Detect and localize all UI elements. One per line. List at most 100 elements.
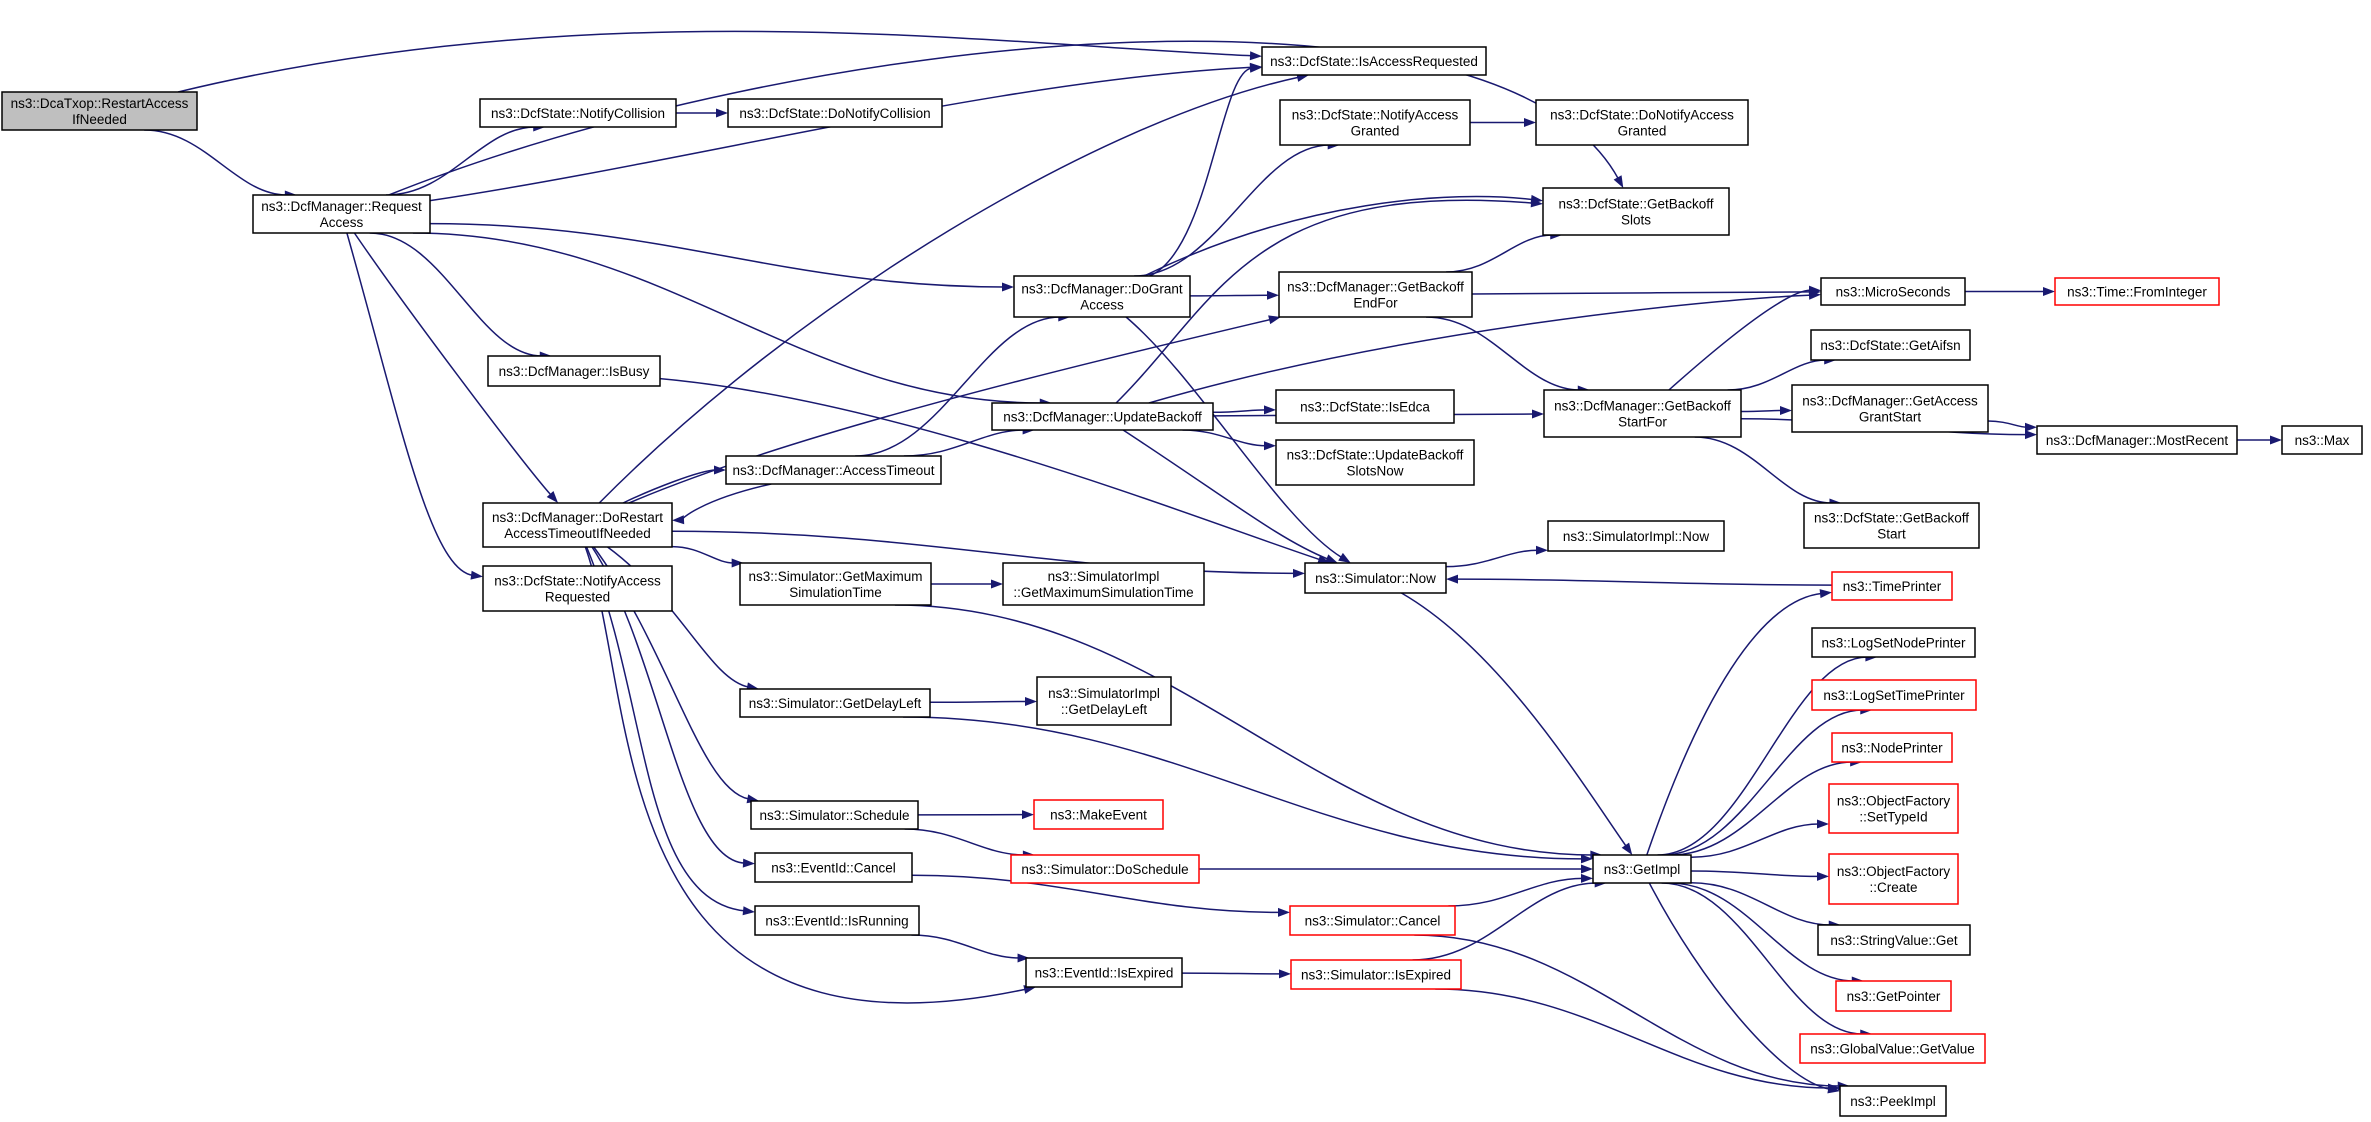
node-label: ns3::MicroSeconds [1836,285,1951,300]
call-edge [1212,405,1276,415]
node-label: ns3::MakeEvent [1050,808,1147,823]
function-node[interactable]: ns3::PeekImpl [1839,1085,1947,1117]
node-label: ns3::LogSetNodePrinter [1821,636,1966,651]
function-node[interactable]: ns3::NodePrinter [1831,732,1953,763]
function-node[interactable]: ns3::Time::FromInteger [2054,277,2220,306]
node-box [1817,924,1971,956]
node-label: SlotsNow [1346,464,1403,479]
call-edge [917,810,1034,820]
function-node[interactable]: ns3::ObjectFactory::Create [1828,853,1959,905]
function-node[interactable]: ns3::DcfState::NotifyCollision [479,98,677,128]
node-box [1592,854,1692,884]
node-box [725,455,942,485]
node-box [1278,271,1473,318]
node-box [2281,425,2363,455]
function-node[interactable]: ns3::Simulator::Now [1304,562,1447,594]
node-box [2054,277,2220,306]
node-box [1791,384,1989,433]
function-node[interactable]: ns3::EventId::Cancel [754,852,913,883]
node-label: ::GetMaximumSimulationTime [1013,585,1193,600]
function-node[interactable]: ns3::DcfState::GetAifsn [1810,329,1971,361]
function-node[interactable]: ns3::Simulator::GetDelayLeft [739,688,931,718]
node-box [482,502,673,548]
call-edge [1149,63,1262,277]
node-box [1803,502,1980,549]
function-node[interactable]: ns3::GetPointer [1835,980,1952,1012]
function-node[interactable]: ns3::Max [2281,425,2363,455]
function-node[interactable]: ns3::ObjectFactory::SetTypeId [1828,783,1959,834]
function-node[interactable]: ns3::Simulator::Cancel [1289,905,1456,936]
node-label: ns3::DcfManager::GetAccess [1802,394,1978,409]
function-node[interactable]: ns3::LogSetNodePrinter [1811,627,1976,658]
function-node[interactable]: ns3::Simulator::IsExpired [1290,959,1462,990]
function-node[interactable]: ns3::SimulatorImpl::GetDelayLeft [1036,676,1172,726]
node-box [1542,187,1730,236]
function-node[interactable]: ns3::LogSetTimePrinter [1811,679,1977,711]
function-node[interactable]: ns3::DcfState::IsEdca [1275,389,1455,424]
function-node[interactable]: ns3::TimePrinter [1831,571,1953,601]
function-node[interactable]: ns3::SimulatorImpl::Now [1547,520,1725,552]
function-node[interactable]: ns3::DcfManager::MostRecent [2036,425,2238,455]
function-node[interactable]: ns3::EventId::IsRunning [754,905,920,936]
function-node[interactable]: ns3::DcfState::IsAccessRequested [1261,46,1487,76]
node-box [1547,520,1725,552]
node-label: ns3::LogSetTimePrinter [1823,688,1965,703]
node-box [1535,99,1749,146]
function-node[interactable]: ns3::StringValue::Get [1817,924,1971,956]
call-edge [903,716,1593,864]
function-node[interactable]: ns3::DcfManager::AccessTimeout [725,455,942,485]
function-node[interactable]: ns3::DcfManager::DoRestartAccessTimeoutI… [482,502,673,548]
node-label: ns3::Max [2295,433,2350,448]
node-label: ns3::DcfState::NotifyAccess [1292,108,1459,123]
function-node[interactable]: ns3::DcfManager::IsBusy [487,355,661,387]
function-node[interactable]: ns3::Simulator::Schedule [750,800,919,830]
node-label: Access [320,215,364,230]
node-box [1036,676,1172,726]
node-label: Access [1080,298,1124,313]
function-node[interactable]: ns3::MicroSeconds [1820,277,1966,306]
node-label: ns3::Time::FromInteger [2067,285,2207,300]
node-box [1810,329,1971,361]
function-node[interactable]: ns3::EventId::IsExpired [1025,957,1183,988]
node-label: ns3::SimulatorImpl::Now [1563,529,1710,544]
function-node[interactable]: ns3::GetImpl [1592,854,1692,884]
node-box [1002,562,1205,606]
node-label: Granted [1351,124,1400,139]
function-node[interactable]: ns3::SimulatorImpl::GetMaximumSimulation… [1002,562,1205,606]
function-node[interactable]: ns3::DcfManager::UpdateBackoff [991,402,1214,431]
call-edge [1115,198,1543,404]
node-label: ns3::ObjectFactory [1837,864,1951,879]
function-node[interactable]: ns3::GlobalValue::GetValue [1799,1033,1986,1064]
node-label: IfNeeded [72,112,127,127]
function-node[interactable]: ns3::DcfState::DoNotifyCollision [727,98,943,128]
node-box [1543,389,1742,438]
node-label: ns3::DcfState::UpdateBackoff [1287,448,1464,463]
call-edge [388,40,1624,196]
call-edge [931,579,1003,589]
node-label: Requested [545,590,610,605]
call-edge [1182,429,1276,451]
node-box [991,402,1214,431]
node-label: ns3::DcfManager::DoGrant [1021,282,1183,297]
node-box [1304,562,1447,594]
call-edge [177,30,1262,93]
node-box [1275,439,1475,486]
node-label: ns3::Simulator::Cancel [1305,914,1441,929]
call-edge [1470,118,1536,127]
call-edge [1446,230,1563,273]
function-node[interactable]: ns3::Simulator::GetMaximumSimulationTime [739,562,932,606]
node-label: ns3::DcfState::IsEdca [1300,400,1430,415]
function-node[interactable]: ns3::MakeEvent [1033,799,1164,830]
function-node[interactable]: ns3::Simulator::DoSchedule [1010,854,1200,884]
